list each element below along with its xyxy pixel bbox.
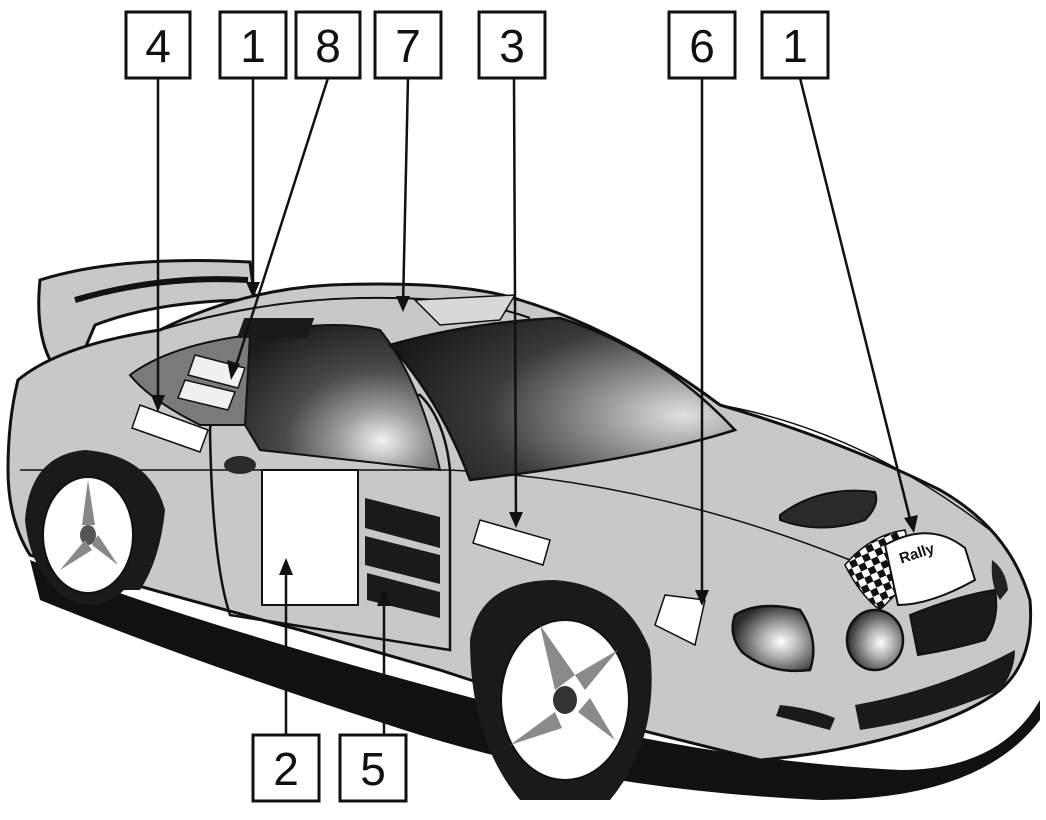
decal-door-stripe-3 bbox=[367, 573, 440, 618]
decal-door-stripe-1 bbox=[365, 498, 440, 548]
callout-arrowheads bbox=[151, 282, 918, 606]
callout-box-6: 6 bbox=[667, 10, 737, 80]
sunroof bbox=[413, 294, 517, 326]
leader-3 bbox=[512, 77, 518, 523]
lower-air-intake bbox=[855, 650, 1015, 730]
front-grille bbox=[908, 588, 998, 657]
callout-label-2: 2 bbox=[273, 743, 299, 795]
arrowhead-1b bbox=[904, 515, 918, 533]
callout-box-1b: 1 bbox=[760, 10, 830, 80]
callout-label-8: 8 bbox=[315, 20, 341, 72]
arrowhead-1a bbox=[246, 282, 260, 298]
car-windows bbox=[128, 316, 738, 482]
callout-label-4: 4 bbox=[145, 20, 171, 72]
arrowhead-6 bbox=[695, 590, 709, 606]
fog-light bbox=[845, 608, 905, 672]
callout-label-6: 6 bbox=[689, 20, 715, 72]
decal-door-stripe-2 bbox=[365, 536, 440, 584]
callout-box-2: 2 bbox=[251, 733, 321, 803]
callout-box-7: 7 bbox=[373, 10, 443, 80]
callout-label-5: 5 bbox=[360, 743, 386, 795]
leader-7 bbox=[401, 77, 410, 307]
arrowhead-2 bbox=[279, 558, 293, 575]
arrowhead-8 bbox=[227, 360, 240, 380]
rear-wheel bbox=[25, 450, 165, 605]
callout-label-7: 7 bbox=[395, 20, 421, 72]
callout-label-1b: 1 bbox=[782, 20, 808, 72]
decal-front-fender bbox=[472, 519, 551, 566]
callout-box-1a: 1 bbox=[218, 10, 288, 80]
roof-vent bbox=[236, 318, 315, 338]
decal-rear-side bbox=[131, 404, 209, 453]
decal-rear-window-2 bbox=[176, 379, 237, 411]
callout-box-3: 3 bbox=[477, 10, 547, 80]
car-decals: Rally bbox=[131, 354, 977, 647]
callout-label-1a: 1 bbox=[240, 20, 266, 72]
decal-front-corner bbox=[654, 594, 706, 647]
arrowhead-3 bbox=[509, 512, 523, 528]
arrowhead-4 bbox=[151, 395, 165, 412]
leader-8 bbox=[232, 77, 330, 373]
arrowhead-7 bbox=[396, 296, 410, 312]
front-lights bbox=[731, 560, 1015, 730]
windshield bbox=[387, 316, 738, 482]
hood-badge-plate bbox=[883, 532, 977, 607]
front-wheel bbox=[470, 580, 652, 800]
callout-label-3: 3 bbox=[499, 20, 525, 72]
callout-box-8: 8 bbox=[294, 10, 362, 80]
side-air-intake bbox=[776, 705, 835, 730]
leader-1b bbox=[798, 77, 914, 528]
callout-box-4: 4 bbox=[124, 10, 192, 80]
arrowhead-5 bbox=[377, 589, 391, 606]
headlight-left bbox=[731, 604, 815, 673]
callout-box-5: 5 bbox=[338, 733, 408, 803]
callout-leaders bbox=[156, 77, 914, 735]
decal-door-number-panel bbox=[261, 469, 359, 606]
